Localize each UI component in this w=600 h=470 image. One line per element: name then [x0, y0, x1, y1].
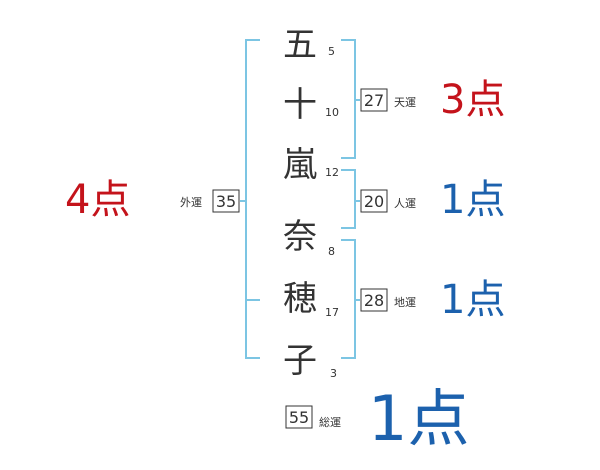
soukaku-label: 総運	[319, 415, 341, 429]
chikaku-score: 1点	[440, 277, 505, 323]
name-char-4: 奈	[283, 217, 317, 257]
stroke-count-4: 8	[328, 245, 335, 258]
jinkaku-score: 1点	[440, 177, 505, 223]
stroke-count-1: 5	[328, 45, 335, 58]
stroke-count-6: 3	[330, 367, 337, 380]
stroke-count-3: 12	[325, 166, 339, 179]
tenkaku-label: 天運	[394, 96, 416, 109]
name-char-5: 穂	[283, 279, 317, 319]
gaikaku-box: 外運 35	[180, 189, 240, 213]
gaikaku-bracket	[240, 39, 260, 359]
chikaku-label: 地運	[394, 296, 416, 309]
soukaku-value: 55	[289, 408, 309, 427]
name-char-3: 嵐	[283, 145, 317, 185]
name-char-2: 十	[283, 85, 317, 125]
chikaku-bracket	[341, 239, 360, 359]
name-char-1: 五	[283, 25, 317, 65]
tenkaku-box: 27 天運	[360, 88, 416, 112]
gaikaku-value: 35	[216, 192, 236, 211]
chikaku-value: 28	[364, 291, 384, 310]
tenkaku-value: 27	[364, 91, 384, 110]
gaikaku-score: 4点	[65, 177, 130, 223]
tenkaku-bracket	[341, 39, 360, 159]
jinkaku-value: 20	[364, 192, 384, 211]
stroke-count-5: 17	[325, 306, 339, 319]
gaikaku-label: 外運	[180, 196, 202, 209]
jinkaku-bracket	[341, 169, 360, 229]
jinkaku-label: 人運	[394, 197, 416, 210]
tenkaku-score: 3点	[440, 77, 505, 123]
soukaku-box: 55 総運	[285, 405, 341, 429]
name-char-6: 子	[283, 341, 317, 381]
soukaku-score: 1点	[368, 382, 469, 455]
stroke-count-2: 10	[325, 106, 339, 119]
jinkaku-box: 20 人運	[360, 189, 416, 213]
chikaku-box: 28 地運	[360, 288, 416, 312]
